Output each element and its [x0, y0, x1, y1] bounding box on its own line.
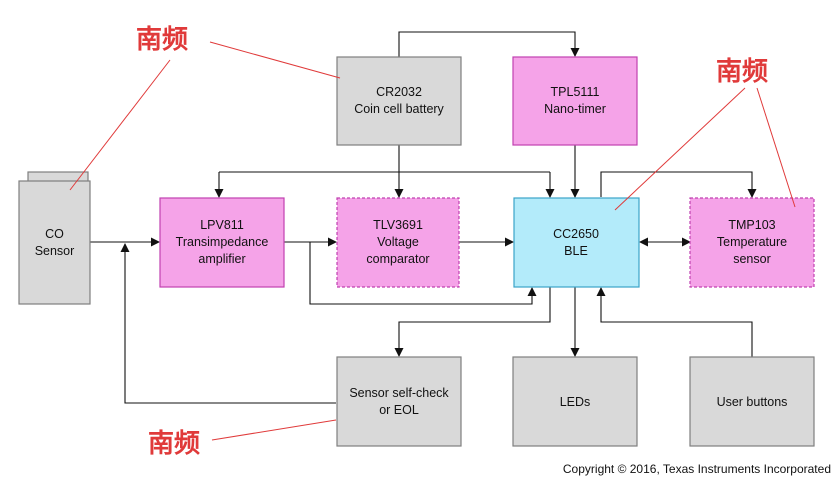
lpv811-box	[159, 197, 285, 288]
annotation-label-bottom-left: 南频	[148, 429, 200, 459]
wire-cc2650-to-tmp103	[600, 171, 757, 198]
self-check-box	[336, 356, 462, 447]
tpl5111-box	[512, 56, 638, 146]
cc2650-line-1: CC2650	[553, 227, 599, 241]
wire-lpv811-to-cc2650-bypass	[309, 242, 537, 305]
tmp103-line-1: TMP103	[728, 218, 775, 232]
annotation-leader-battery	[209, 41, 341, 79]
self-check-line-1: Sensor self-check	[349, 386, 449, 400]
leds-line-1: LEDs	[560, 395, 591, 409]
co-sensor-box	[18, 180, 91, 305]
annotation-leader-tmp103	[756, 87, 796, 208]
tmp103-line-3: sensor	[733, 252, 771, 266]
cr2032-line-1: CR2032	[376, 85, 422, 99]
self-check-block: Sensor self-check or EOL	[336, 356, 462, 447]
lpv811-line-1: LPV811	[200, 218, 244, 232]
tlv3691-block: TLV3691 Voltage comparator	[336, 197, 460, 288]
annotation-leader-cc2650	[614, 87, 746, 211]
leds-box	[512, 356, 638, 447]
buttons-box	[689, 356, 815, 447]
annotation-leader-self-check	[211, 419, 337, 441]
tmp103-line-2: Temperature	[717, 235, 787, 249]
cr2032-line-2: Coin cell battery	[354, 102, 444, 116]
annotation-label-top-left: 南频	[136, 25, 188, 55]
annotation-label-top-right: 南频	[716, 57, 768, 87]
cc2650-line-2: BLE	[564, 244, 588, 258]
cr2032-block: CR2032 Coin cell battery	[336, 56, 462, 146]
lpv811-block: LPV811 Transimpedance amplifier	[159, 197, 285, 288]
tlv3691-box	[336, 197, 460, 288]
cc2650-box	[513, 197, 640, 288]
co-sensor-line-1: CO	[45, 227, 64, 241]
tpl5111-line-2: Nano-timer	[544, 102, 606, 116]
lpv811-line-3: amplifier	[198, 252, 245, 266]
tmp103-box	[689, 197, 815, 288]
wire-buttons-to-cc2650	[596, 287, 753, 357]
blocks: CO Sensor CR2032 Coin cell battery TPL51…	[18, 56, 815, 447]
co-sensor-block: CO Sensor	[18, 171, 91, 305]
tlv3691-line-1: TLV3691	[373, 218, 423, 232]
cc2650-block: CC2650 BLE	[513, 197, 640, 288]
tlv3691-line-2: Voltage	[377, 235, 419, 249]
annotations: 南频 南频 南频	[69, 25, 796, 459]
cr2032-box	[336, 56, 462, 146]
annotation-leader-sensor	[69, 59, 171, 191]
connections	[90, 31, 757, 404]
tpl5111-block: TPL5111 Nano-timer	[512, 56, 638, 146]
wire-cc2650-to-self-check	[394, 287, 551, 357]
buttons-block: User buttons	[689, 356, 815, 447]
copyright-text: Copyright © 2016, Texas Instruments Inco…	[563, 462, 831, 476]
buttons-line-1: User buttons	[717, 395, 788, 409]
self-check-line-2: or EOL	[379, 403, 419, 417]
leds-block: LEDs	[512, 356, 638, 447]
lpv811-line-2: Transimpedance	[176, 235, 269, 249]
tmp103-block: TMP103 Temperature sensor	[689, 197, 815, 288]
tpl5111-line-1: TPL5111	[551, 85, 600, 99]
tlv3691-line-3: comparator	[366, 252, 429, 266]
wire-battery-to-timer	[398, 31, 580, 57]
wire-self-check-to-sensor	[120, 243, 336, 404]
co-sensor-line-2: Sensor	[35, 244, 75, 258]
